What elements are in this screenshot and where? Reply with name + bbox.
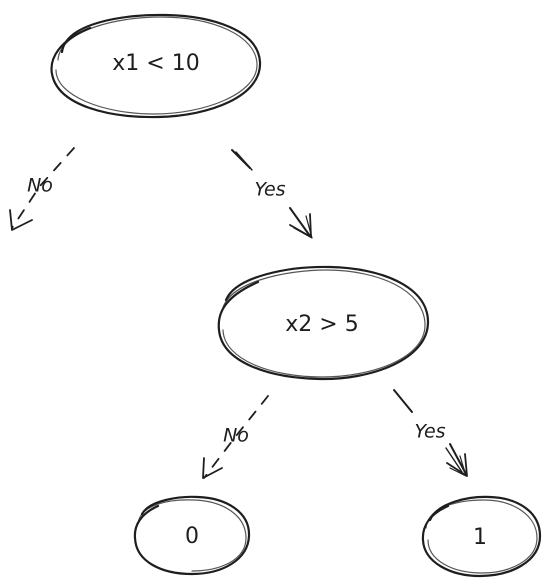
edge-split2-yes-line bbox=[393, 389, 413, 413]
edge-split2-no-arrowhead bbox=[202, 457, 223, 479]
node-leaf-1-label: 1 bbox=[473, 525, 487, 550]
edge-root-no-label: No bbox=[27, 175, 53, 197]
node-leaf-0: 0 bbox=[133, 495, 251, 576]
node-leaf-1-outline bbox=[421, 495, 542, 578]
edge-split2-yes-label: Yes bbox=[414, 421, 445, 443]
node-root: x1 < 10 bbox=[50, 13, 262, 119]
edge-split2-yes: Yes bbox=[393, 389, 468, 477]
edge-root-no: No bbox=[9, 147, 75, 231]
edge-root-yes-label: Yes bbox=[254, 179, 285, 201]
edge-root-yes: Yes bbox=[231, 149, 313, 239]
edge-root-no-line bbox=[11, 147, 75, 229]
node-split2-label: x2 > 5 bbox=[285, 312, 358, 337]
edge-root-no-arrowhead bbox=[9, 209, 33, 231]
node-root-outline bbox=[50, 13, 262, 119]
node-split2: x2 > 5 bbox=[217, 265, 430, 381]
node-leaf-0-label: 0 bbox=[185, 524, 199, 549]
node-root-label: x1 < 10 bbox=[112, 51, 199, 76]
edge-split2-no-line bbox=[203, 395, 269, 479]
node-leaf-0-outline bbox=[133, 495, 251, 576]
node-split2-outline bbox=[217, 265, 430, 381]
node-leaf-1: 1 bbox=[421, 495, 542, 578]
edge-split2-yes-arrowhead bbox=[446, 453, 468, 477]
edge-split2-no: No bbox=[202, 395, 269, 479]
edge-split2-no-label: No bbox=[223, 425, 249, 447]
